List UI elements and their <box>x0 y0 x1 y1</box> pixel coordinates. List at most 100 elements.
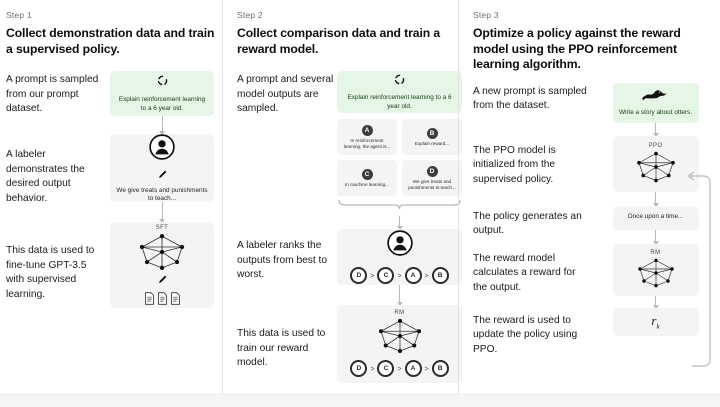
rm-rank-badge-3: A <box>404 359 422 377</box>
step-1-row-prompt: A prompt is sampled from our prompt data… <box>6 71 222 135</box>
arrow-down-1a <box>159 116 165 135</box>
labeler-rank-card: D > C > A > B <box>337 229 462 285</box>
pencil-icon <box>157 167 168 185</box>
step-1-caption-labeler: A labeler demonstrates the desired outpu… <box>6 149 85 204</box>
step-3-art-rm: RM <box>591 243 720 309</box>
step-2-art-prompt: Explain reinforcement learning to a 6 ye… <box>337 71 462 230</box>
step-3-row-output: The policy generates an output. Once upo… <box>473 205 720 245</box>
option-text-c: In machine learning... <box>345 181 389 187</box>
step-3-caption-prompt: A new prompt is sampled from the dataset… <box>473 85 587 112</box>
rank-separator-3: > <box>424 272 429 280</box>
arrow-down-2b <box>396 285 403 306</box>
arrow-down-3a <box>652 122 659 137</box>
rm-model-label-step3: RM <box>650 250 661 256</box>
step-3-art-output: Once upon a time... <box>591 205 720 245</box>
pencil-icon <box>157 272 168 290</box>
neural-network-icon <box>632 150 680 184</box>
rm-model-label-step2: RM <box>394 309 405 316</box>
prompt-card-step2: Explain reinforcement learning to a 6 ye… <box>337 71 462 113</box>
step-3-caption-reward: The reward is used to update the policy … <box>473 314 578 355</box>
step-3-art-prompt: Write a story about otters. <box>591 82 720 137</box>
step-3-art-reward: rk <box>591 307 720 336</box>
step-2-art-rm: RM <box>337 305 462 383</box>
step-2-caption-rm: This data is used to train our reward mo… <box>237 328 326 369</box>
reward-value-card: rk <box>612 307 699 336</box>
recycle-icon <box>393 73 406 91</box>
option-badge-b: B <box>426 127 438 139</box>
arrow-down-2a <box>396 216 403 230</box>
option-badge-c: C <box>361 168 373 180</box>
step-2-caption-prompt: A prompt and several model outputs are s… <box>237 74 334 115</box>
step-1-column: Step 1 Collect demonstration data and tr… <box>0 0 222 407</box>
output-option-b: B Explain reward... <box>402 119 462 155</box>
step-1-art-prompt: Explain reinforcement learning to a 6 ye… <box>102 71 222 135</box>
recycle-icon <box>156 74 169 92</box>
rank-badge-1: D <box>350 266 368 284</box>
output-option-d: D We give treats and punishments to teac… <box>402 160 462 196</box>
rank-badge-3: A <box>404 266 422 284</box>
option-text-a: In reinforcement learning, the agent is.… <box>343 137 391 149</box>
step-2-caption-rank: A labeler ranks the outputs from best to… <box>237 240 328 281</box>
reward-formula: rk <box>651 313 659 331</box>
step-2-label: Step 2 <box>237 10 263 20</box>
step-3-row-ppo: The PPO model is initialized from the su… <box>473 135 720 207</box>
neural-network-icon <box>373 317 427 355</box>
step-1-row-sft: This data is used to fine-tune GPT-3.5 w… <box>6 222 222 308</box>
step-3-row-rm: The reward model calculates a reward for… <box>473 243 720 309</box>
bottom-band <box>0 394 720 407</box>
rank-badge-4: B <box>431 266 449 284</box>
step-1-caption-sft: This data is used to fine-tune GPT-3.5 w… <box>6 245 95 300</box>
rm-model-card-step3: RM <box>612 243 699 296</box>
neural-network-icon <box>632 257 680 289</box>
person-circle-icon <box>386 229 414 262</box>
arrow-down-3c <box>652 229 659 245</box>
rm-model-card-step2: RM <box>337 305 462 383</box>
person-circle-icon <box>148 133 176 166</box>
step-3-caption-output: The policy generates an output. <box>473 210 582 237</box>
rm-rank-separator-1: > <box>370 365 375 373</box>
step-3-label: Step 3 <box>473 10 499 20</box>
rank-separator-1: > <box>370 272 375 280</box>
ppo-model-label: PPO <box>648 143 663 149</box>
otter-icon <box>641 87 671 106</box>
prompt-card-step2-text: Explain reinforcement learning to a 6 ye… <box>347 94 452 110</box>
sft-model-card: SFT <box>110 222 214 308</box>
step-1-title: Collect demonstration data and train a s… <box>6 26 215 56</box>
arrow-down-3d <box>652 295 659 309</box>
prompt-card-step3: Write a story about otters. <box>612 82 699 123</box>
rm-rank-separator-3: > <box>424 365 429 373</box>
neural-network-icon <box>135 232 189 272</box>
step-3-column: Step 3 Optimize a policy against the rew… <box>458 0 720 407</box>
labeler-card-step1-text: We give treats and punishments to teach.… <box>116 186 208 202</box>
step-1-art-sft: SFT <box>102 222 222 308</box>
ranking-row-labeler: D > C > A > B <box>350 266 449 286</box>
step-3-art-ppo: PPO <box>591 135 720 207</box>
prompt-card-step1: Explain reinforcement learning to a 6 ye… <box>110 71 214 116</box>
step-2-row-rank: A labeler ranks the outputs from best to… <box>237 229 462 306</box>
option-text-d: We give treats and punishments to teach.… <box>408 178 456 190</box>
rm-rank-badge-1: D <box>350 359 368 377</box>
rm-rank-separator-2: > <box>397 365 402 373</box>
rank-separator-2: > <box>397 272 402 280</box>
labeler-card-step1: We give treats and punishments to teach.… <box>110 134 214 202</box>
ppo-model-card: PPO <box>612 135 699 192</box>
reward-formula-symbol: r <box>651 312 657 328</box>
model-outputs-grid: A In reinforcement learning, the agent i… <box>337 119 462 196</box>
reward-formula-subscript: k <box>656 322 660 331</box>
option-text-b: Explain reward... <box>414 140 450 146</box>
step-2-row-prompt: A prompt and several model outputs are s… <box>237 71 462 230</box>
arrow-down-1b <box>159 202 165 223</box>
output-option-a: A In reinforcement learning, the agent i… <box>337 119 397 155</box>
step-3-caption-rm: The reward model calculates a reward for… <box>473 252 576 293</box>
arrow-down-3b <box>652 191 659 207</box>
option-badge-a: A <box>361 124 373 136</box>
policy-output-text: Once upon a time... <box>627 213 684 221</box>
documents-icon <box>144 292 181 305</box>
step-1-art-labeler: We give treats and punishments to teach.… <box>102 134 222 223</box>
step-3-row-reward: The reward is used to update the policy … <box>473 307 720 358</box>
step-3-title: Optimize a policy against the reward mod… <box>473 26 681 71</box>
step-2-row-rm: This data is used to train our reward mo… <box>237 305 462 383</box>
ranking-row-rm: D > C > A > B <box>350 359 449 379</box>
output-option-c: C In machine learning... <box>337 160 397 196</box>
